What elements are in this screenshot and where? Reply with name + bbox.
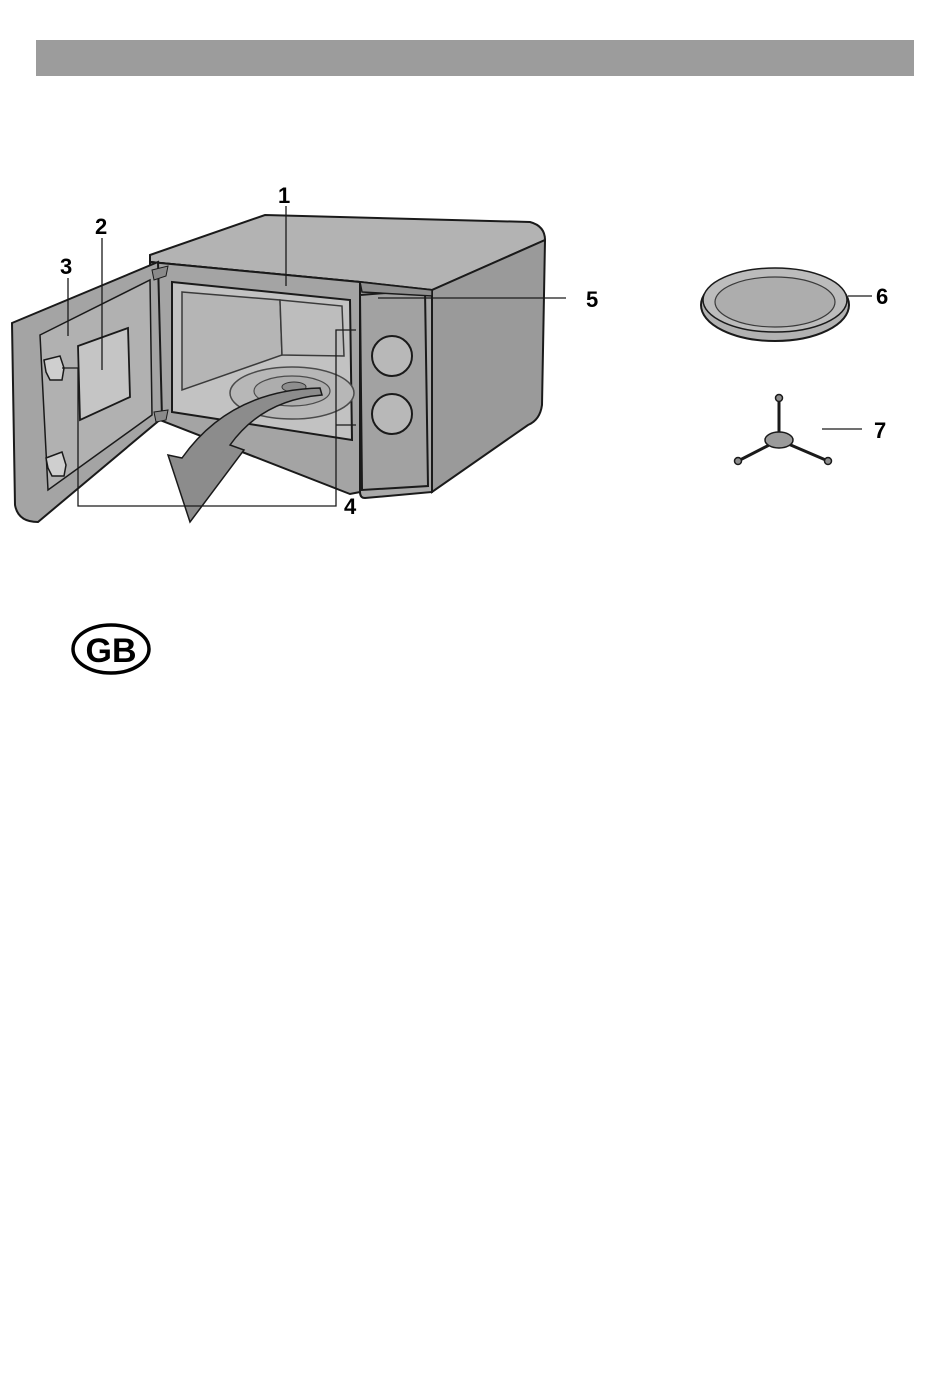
callout-3: 3 <box>60 254 72 279</box>
oven-door <box>12 262 168 522</box>
control-panel <box>360 290 428 490</box>
glass-tray <box>701 268 849 341</box>
callout-7: 7 <box>874 418 886 443</box>
callout-6: 6 <box>876 284 888 309</box>
control-knob-lower <box>372 394 412 434</box>
callout-4: 4 <box>344 494 357 519</box>
country-badge: GB <box>73 625 149 673</box>
callout-5: 5 <box>586 287 598 312</box>
control-knob-upper <box>372 336 412 376</box>
callout-1: 1 <box>278 183 290 208</box>
badge-label: GB <box>86 632 137 670</box>
roller-support <box>735 395 832 465</box>
callout-2: 2 <box>95 214 107 239</box>
